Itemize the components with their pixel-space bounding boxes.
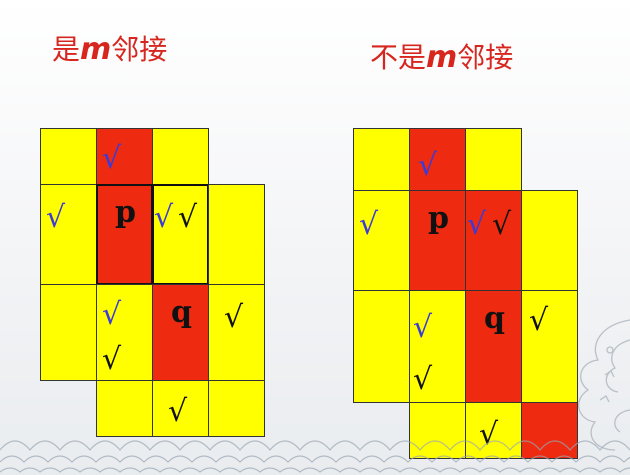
- right-check-right-black: √: [492, 207, 512, 242]
- left-check-q-below: √: [168, 394, 188, 429]
- right-cell-r4c4: [521, 402, 578, 459]
- right-cell-r3c1: [353, 290, 410, 403]
- right-check-right-blue: √: [467, 207, 487, 242]
- left-cell-q: [152, 284, 209, 381]
- right-title-m: m: [426, 40, 458, 75]
- left-cell-r3c1: [40, 284, 97, 381]
- right-check-left: √: [359, 207, 379, 242]
- left-check-right-black: √: [178, 200, 198, 235]
- right-cell-r2c4: [521, 190, 578, 291]
- right-check-top: √: [418, 148, 438, 183]
- right-cell-r4c2: [409, 402, 466, 459]
- left-check-right-blue: √: [154, 200, 174, 235]
- right-cell-r1c3: [465, 128, 522, 191]
- right-cell-r3c2: [409, 290, 466, 403]
- left-cell-r2c4: [208, 184, 265, 285]
- right-label-q: q: [484, 301, 505, 336]
- left-check-left: √: [46, 200, 66, 235]
- right-check-q-right: √: [529, 303, 549, 338]
- left-title-suffix: 邻接: [111, 33, 168, 66]
- left-cell-r4c4: [208, 380, 265, 437]
- right-title-suffix: 邻接: [457, 41, 514, 74]
- left-title-prefix: 是: [52, 33, 81, 66]
- right-cell-r1c2: [409, 128, 466, 191]
- right-title-prefix: 不是: [370, 41, 427, 74]
- right-cell-q: [465, 290, 522, 403]
- left-cell-r3c4: [208, 284, 265, 381]
- left-check-top: √: [102, 141, 122, 176]
- right-check-below-black: √: [413, 362, 433, 397]
- left-cell-r4c3: [152, 380, 209, 437]
- left-label-q: q: [171, 295, 192, 330]
- left-check-below-blue: √: [102, 297, 122, 332]
- left-check-q-right: √: [224, 300, 244, 335]
- left-cell-r2c1: [40, 184, 97, 285]
- right-label-p: p: [428, 201, 449, 236]
- right-title: 不是m邻接: [370, 36, 513, 76]
- left-title: 是m邻接: [52, 28, 167, 68]
- right-check-q-below: √: [479, 417, 499, 452]
- left-label-p: p: [115, 195, 136, 230]
- right-cell-p: [409, 190, 466, 291]
- right-cell-r1c1: [353, 128, 410, 191]
- left-check-below-black: √: [102, 342, 122, 377]
- left-cell-r4c2: [96, 380, 153, 437]
- right-check-below-blue: √: [413, 310, 433, 345]
- right-cell-r3c4: [521, 290, 578, 403]
- left-title-m: m: [80, 32, 112, 67]
